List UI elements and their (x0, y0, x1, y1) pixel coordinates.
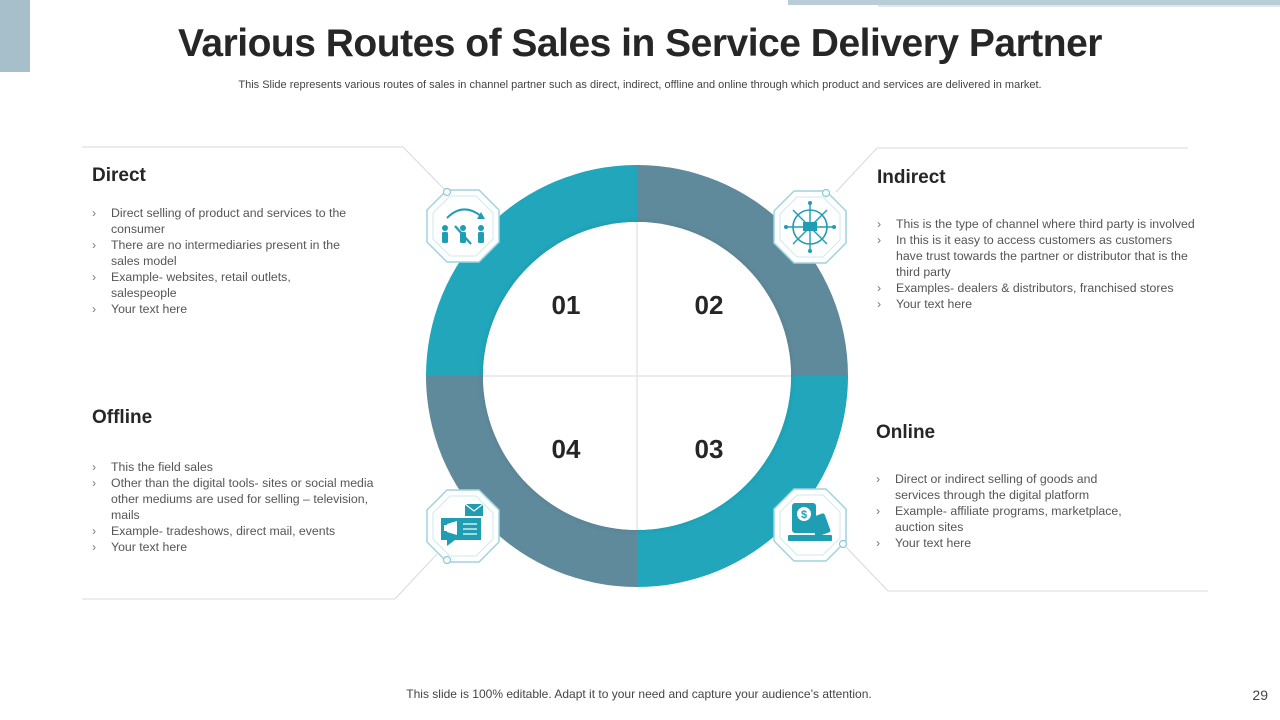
bullet-item: Direct or indirect selling of goods and … (876, 471, 1141, 503)
bullet-item: This the field sales (92, 459, 397, 475)
panel-online: Online Direct or indirect selling of goo… (876, 422, 1141, 551)
bullet-item: This is the type of channel where third … (877, 216, 1199, 232)
ring-segment-04 (426, 376, 637, 587)
panel-online-bullets: Direct or indirect selling of goods and … (876, 471, 1141, 551)
bullet-item: Direct selling of product and services t… (92, 205, 354, 237)
online-payment-icon: $ (773, 488, 848, 562)
bullet-item: Example- affiliate programs, marketplace… (876, 503, 1141, 535)
panel-offline-heading: Offline (92, 407, 153, 428)
panel-indirect-bullets: This is the type of channel where third … (877, 216, 1199, 312)
bullet-item: Your text here (92, 539, 397, 555)
bullet-item: Example- tradeshows, direct mail, events (92, 523, 397, 539)
bullet-item: There are no intermediaries present in t… (92, 237, 354, 269)
bullet-item: Your text here (876, 535, 1141, 551)
corner-accent (0, 0, 30, 72)
bullet-item: In this is it easy to access customers a… (877, 232, 1199, 280)
panel-direct-heading: Direct (92, 165, 146, 186)
quadrant-number-02: 02 (695, 290, 724, 320)
panel-direct: Direct Direct selling of product and ser… (92, 165, 354, 317)
quadrant-number-01: 01 (552, 290, 581, 320)
page-number: 29 (1252, 687, 1268, 703)
panel-direct-bullets: Direct selling of product and services t… (92, 205, 354, 317)
slide-subtitle: This Slide represents various routes of … (238, 79, 1042, 91)
slide-footer: This slide is 100% editable. Adapt it to… (406, 687, 872, 701)
people-channel-icon (426, 188, 500, 263)
distribution-hub-icon (773, 189, 847, 264)
bullet-item: Your text here (877, 296, 1199, 312)
bullet-item: Your text here (92, 301, 354, 317)
marketing-mail-icon (426, 489, 500, 564)
bullet-item: Example- websites, retail outlets, sales… (92, 269, 354, 301)
quadrant-number-04: 04 (552, 434, 581, 464)
panel-indirect-heading: Indirect (877, 167, 946, 188)
ring-segment-02 (637, 165, 848, 376)
panel-offline: Offline This the field sales Other than … (92, 407, 397, 555)
panel-offline-bullets: This the field sales Other than the digi… (92, 459, 397, 555)
ring-segment-03 (637, 376, 848, 587)
top-accent-rule (788, 0, 1280, 5)
panel-online-heading: Online (876, 422, 936, 443)
top-accent-rule-thin (878, 5, 1280, 7)
slide-title: Various Routes of Sales in Service Deliv… (178, 22, 1102, 65)
bullet-item: Other than the digital tools- sites or s… (92, 475, 397, 523)
svg-text:$: $ (801, 509, 807, 521)
quadrant-number-03: 03 (695, 434, 724, 464)
bullet-item: Examples- dealers & distributors, franch… (877, 280, 1199, 296)
ring-segment-01 (426, 165, 637, 376)
panel-indirect: Indirect This is the type of channel whe… (877, 167, 1199, 312)
